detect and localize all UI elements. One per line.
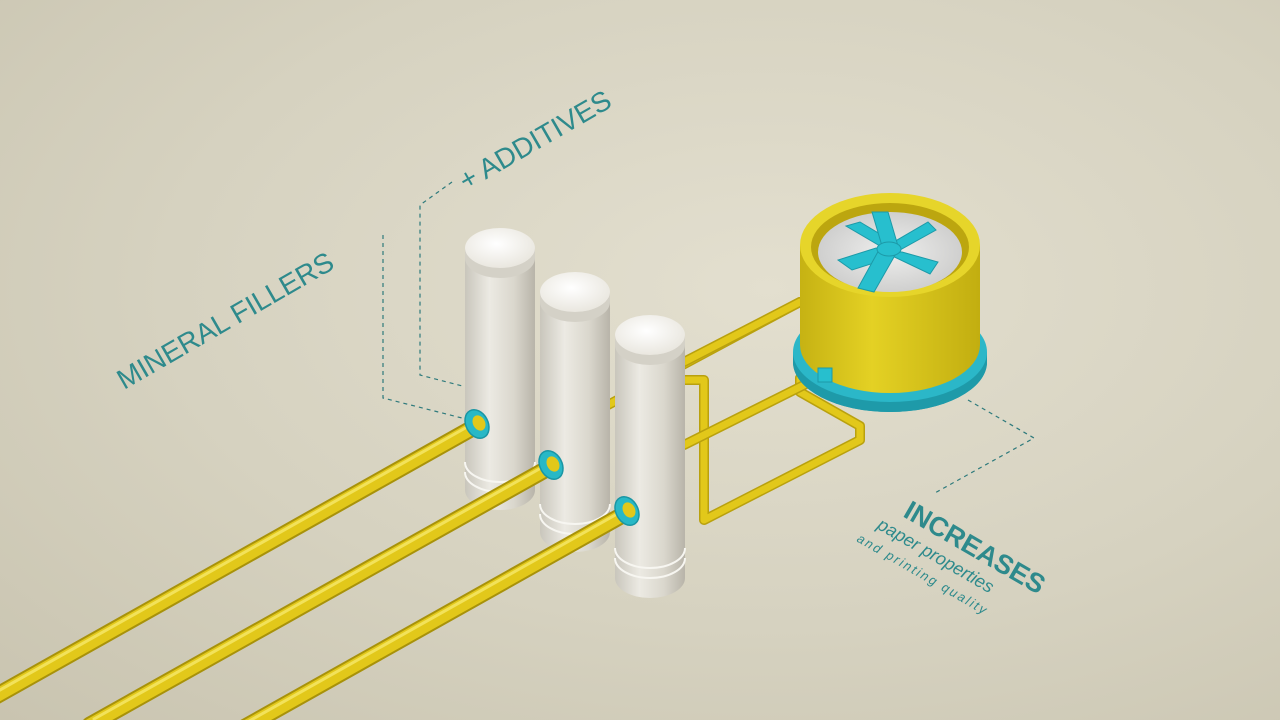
mineral-fillers-label: MINERAL FILLERS bbox=[112, 246, 340, 395]
additives-label: + ADDITIVES bbox=[454, 84, 617, 196]
tank-outlet-flange bbox=[817, 367, 833, 383]
additives-leader bbox=[419, 181, 471, 389]
inlet-pipe-3 bbox=[244, 505, 635, 720]
inlet-pipe-2 bbox=[85, 459, 559, 720]
inlet-pipe-1 bbox=[0, 418, 485, 702]
leader-lines bbox=[382, 181, 1036, 495]
inlet-pipes bbox=[0, 416, 637, 720]
agitator-blades bbox=[836, 211, 939, 293]
silo-2 bbox=[539, 272, 611, 552]
silo-3 bbox=[614, 315, 686, 598]
mixing-tank bbox=[793, 193, 987, 412]
increases-leader bbox=[932, 399, 1036, 495]
silo-1 bbox=[464, 228, 536, 510]
mineral-fillers-leader bbox=[382, 235, 463, 419]
